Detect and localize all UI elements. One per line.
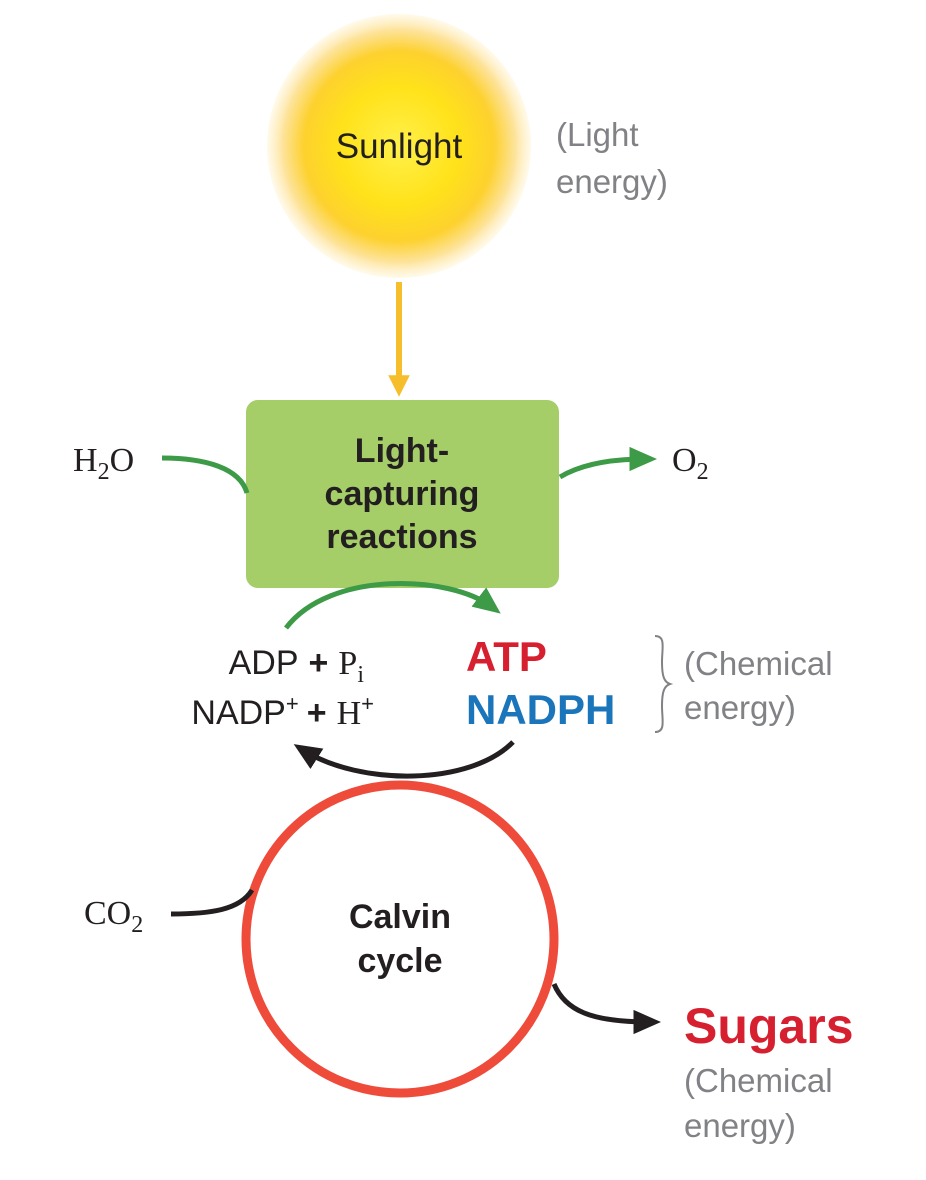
- adp-row: ADP+Pi: [229, 644, 365, 688]
- light-reactions-line2: capturing: [325, 475, 480, 513]
- chemical-energy-line1: (Chemical: [684, 645, 833, 682]
- chemical-energy-brace: [654, 635, 674, 733]
- atp-label: ATP: [466, 633, 547, 680]
- nadp-row: NADP++H+: [191, 691, 374, 732]
- co2-input-curve: [170, 888, 255, 917]
- oxygen-label: O2: [672, 442, 709, 485]
- light-reactions-line1: Light-: [355, 432, 449, 470]
- sugars-note-line2: energy): [684, 1107, 796, 1144]
- atp-formation-arrow: [284, 581, 501, 630]
- sugars-output-arrow: [551, 982, 661, 1035]
- nadph-label: NADPH: [466, 686, 615, 733]
- calvin-line2: cycle: [357, 942, 442, 980]
- chemical-energy-line2: energy): [684, 689, 796, 726]
- oxygen-output-arrow: [558, 446, 657, 480]
- sugars-note-line1: (Chemical: [684, 1062, 833, 1099]
- calvin-cycle-ring: [241, 780, 559, 1098]
- light-reactions-line3: reactions: [326, 518, 477, 556]
- sugars-label: Sugars: [684, 998, 854, 1054]
- sun-note-line1: (Light: [556, 116, 639, 153]
- regeneration-arrow: [293, 740, 515, 779]
- water-input-curve: [161, 455, 250, 494]
- calvin-line1: Calvin: [349, 898, 451, 936]
- sun-shape: [267, 14, 531, 278]
- light-reactions-box: [246, 400, 559, 588]
- co2-label: CO2: [84, 895, 143, 938]
- water-label: H2O: [73, 442, 134, 485]
- sun-note-line2: energy): [556, 163, 668, 200]
- sun-label: Sunlight: [336, 127, 463, 166]
